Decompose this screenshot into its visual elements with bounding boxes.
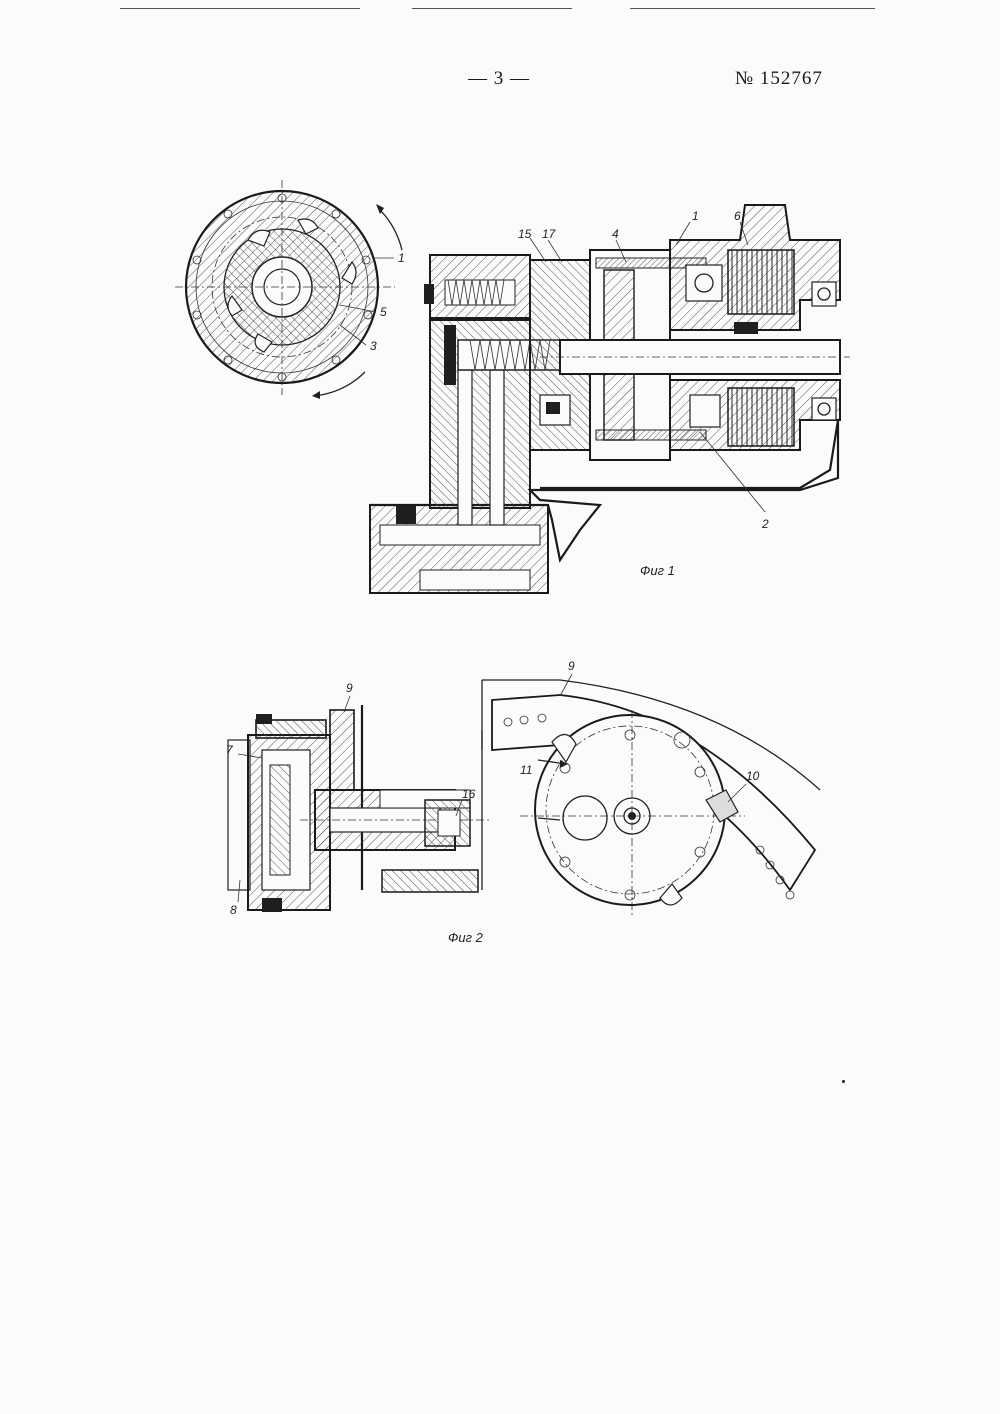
fig2-label-16: 16: [462, 787, 476, 801]
fig2-front-view: 9 11 10: [482, 659, 820, 915]
figure-1-drawing: 1 5 3: [0, 0, 1000, 620]
fig1-section-view: 15 17 4 1 6 2: [370, 205, 850, 593]
fig1-label-2: 2: [761, 517, 769, 531]
fig1-label-1: 1: [398, 251, 405, 265]
fig2-section-view: 9 7 8 16: [226, 681, 490, 917]
fig2-label-9a: 9: [346, 681, 353, 695]
fig1-label-17: 17: [542, 227, 557, 241]
fig1-label-6: 6: [734, 209, 741, 223]
fig1-label-4: 4: [612, 227, 619, 241]
scan-speck: [842, 1080, 845, 1083]
fig2-label-8: 8: [230, 903, 237, 917]
fig2-label-11: 11: [520, 763, 532, 777]
fig2-label-10: 10: [746, 769, 760, 783]
fig1-label-5: 5: [380, 305, 387, 319]
fig1-end-view: 1 5 3: [175, 180, 405, 399]
fig1-caption: Фиг 1: [640, 563, 675, 578]
fig2-label-9b: 9: [568, 659, 575, 673]
figure-2-drawing: 9 7 8 16: [0, 640, 1000, 970]
fig1-label-15: 15: [518, 227, 532, 241]
fig1-label-1b: 1: [692, 209, 699, 223]
fig1-label-3: 3: [370, 339, 377, 353]
fig2-caption: Фиг 2: [448, 930, 484, 945]
